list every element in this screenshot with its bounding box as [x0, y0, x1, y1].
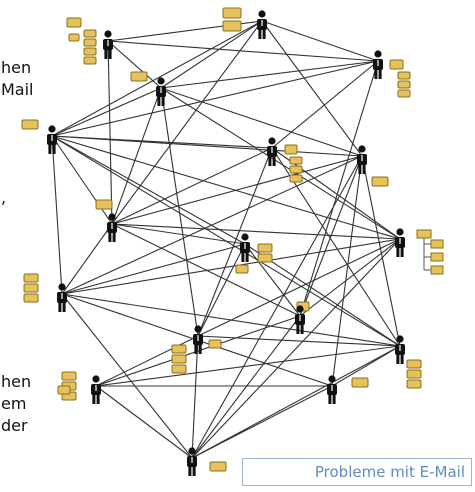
connection-line	[331, 345, 401, 387]
connection-line	[261, 20, 379, 62]
documents	[21, 7, 444, 472]
connection-line	[361, 155, 401, 347]
document-icon	[57, 385, 71, 395]
person-icon	[103, 30, 113, 59]
connection-line	[160, 20, 263, 89]
connection-line	[244, 243, 301, 317]
connection-line	[160, 87, 199, 337]
connection-line	[51, 135, 363, 157]
connection-line	[51, 135, 63, 295]
text-fragment: em	[1, 394, 27, 413]
connection-line	[191, 238, 401, 459]
document-icon	[21, 119, 39, 130]
connection-line	[51, 20, 263, 137]
connection-line	[61, 243, 246, 295]
text-fragment: hen	[1, 58, 32, 77]
connection-line	[160, 60, 379, 89]
person-icon	[373, 50, 383, 79]
connection-line	[191, 315, 301, 459]
document-icon	[209, 461, 227, 472]
connection-line	[111, 155, 363, 225]
text-fragment: hen	[1, 372, 32, 391]
connection-line	[61, 155, 363, 295]
connection-line	[160, 87, 363, 157]
document-stack-icon	[83, 29, 97, 65]
document-stack-icon	[257, 243, 273, 263]
document-stack-icon	[23, 273, 39, 303]
person-icon	[240, 233, 250, 262]
connection-line	[51, 60, 379, 137]
connection-line	[111, 147, 273, 225]
person-icon	[327, 375, 337, 404]
document-stack-icon	[289, 156, 303, 183]
person-icon	[267, 137, 277, 166]
connection-line	[299, 60, 379, 317]
text-fragment: Mail	[1, 80, 34, 99]
connection-line	[299, 238, 401, 317]
document-icon	[371, 176, 389, 187]
document-icon	[284, 144, 298, 155]
connection-line	[95, 335, 199, 387]
document-icon	[351, 377, 369, 388]
connection-line	[51, 135, 246, 245]
document-icon	[389, 59, 404, 70]
document-icon	[68, 33, 80, 42]
text-fragment: der	[1, 416, 28, 435]
connection-line	[197, 335, 401, 347]
connection-line	[95, 345, 401, 387]
person-icon	[395, 228, 405, 257]
person-icon	[107, 213, 117, 242]
document-stack-icon	[406, 359, 422, 389]
document-stack-icon	[171, 344, 187, 374]
person-icon	[257, 10, 267, 39]
person-icon	[395, 335, 405, 364]
person-icon	[91, 375, 101, 404]
person-icon	[47, 125, 57, 154]
document-icon	[66, 17, 82, 28]
person-icon	[295, 305, 305, 334]
connection-line	[271, 60, 379, 149]
document-stack-icon	[397, 71, 411, 98]
connection-line	[51, 87, 162, 137]
connection-line	[111, 20, 263, 225]
connection-line	[95, 385, 193, 459]
connection-line	[95, 315, 301, 387]
connection-line	[61, 238, 401, 295]
connection-line	[111, 223, 401, 240]
connection-line	[191, 345, 401, 459]
connection-line	[107, 40, 113, 225]
person-icon	[57, 283, 67, 312]
person-icon	[193, 325, 203, 354]
connection-line	[51, 135, 113, 225]
document-icon	[95, 199, 113, 210]
connection-line	[107, 40, 379, 62]
connection-line	[61, 223, 113, 295]
connection-line	[111, 223, 246, 245]
connection-line	[111, 87, 162, 225]
connection-line	[61, 293, 193, 459]
document-icon	[208, 339, 222, 349]
connection-line	[331, 155, 363, 387]
connection-line	[191, 335, 199, 459]
connection-lines	[51, 20, 401, 459]
connection-line	[107, 40, 162, 89]
connection-line	[261, 20, 363, 157]
person-icon	[187, 447, 197, 476]
document-stack-icon	[416, 229, 444, 275]
connection-line	[197, 243, 246, 337]
people	[47, 10, 405, 476]
document-icon	[235, 264, 249, 274]
text-fragment: ,	[1, 188, 7, 207]
connection-line	[111, 223, 301, 317]
person-icon	[357, 145, 367, 174]
document-stack-icon	[222, 7, 242, 32]
person-icon	[156, 77, 166, 106]
connection-line	[191, 385, 333, 459]
document-icon	[130, 71, 148, 82]
connection-line	[160, 87, 401, 240]
connection-line	[299, 155, 363, 317]
connection-line	[61, 293, 401, 347]
caption-box: Probleme mit E-Mail	[242, 458, 472, 486]
